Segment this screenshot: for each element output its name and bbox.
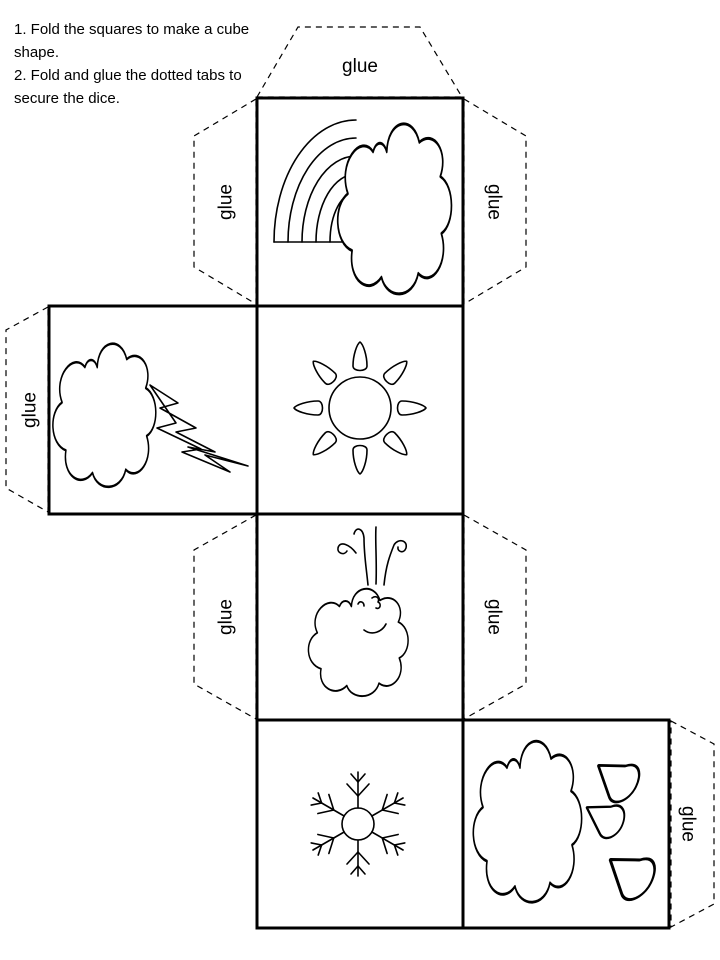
glue-tab-right-rain: glue — [670, 719, 715, 929]
rainbow-cloud-icon — [273, 119, 453, 296]
glue-tab-left-wind: glue — [193, 513, 257, 721]
glue-tab-right-wind: glue — [463, 513, 527, 721]
wind-cloud-icon — [307, 526, 410, 698]
instructions: 1. Fold the squares to make a cube shape… — [14, 18, 250, 110]
face-sun — [255, 304, 465, 516]
face-snow — [255, 718, 465, 930]
glue-label: glue — [216, 599, 237, 635]
glue-label: glue — [342, 56, 378, 77]
glue-label: glue — [678, 806, 699, 842]
glue-label: glue — [484, 184, 505, 220]
instruction-step-1: 1. Fold the squares to make a cube shape… — [14, 21, 250, 61]
glue-tab-right-rainbow: glue — [463, 97, 527, 306]
glue-label: glue — [484, 599, 505, 635]
glue-tab-top: glue — [255, 26, 464, 98]
glue-label: glue — [216, 184, 237, 220]
glue-tab-left-storm: glue — [5, 305, 49, 514]
glue-label: glue — [20, 392, 41, 428]
snowflake-icon — [306, 771, 410, 877]
instruction-step-2: 2. Fold and glue the dotted tabs to secu… — [14, 67, 242, 107]
storm-cloud-icon — [51, 342, 249, 489]
glue-tab-left-rainbow: glue — [193, 97, 257, 306]
sun-icon — [293, 341, 427, 475]
